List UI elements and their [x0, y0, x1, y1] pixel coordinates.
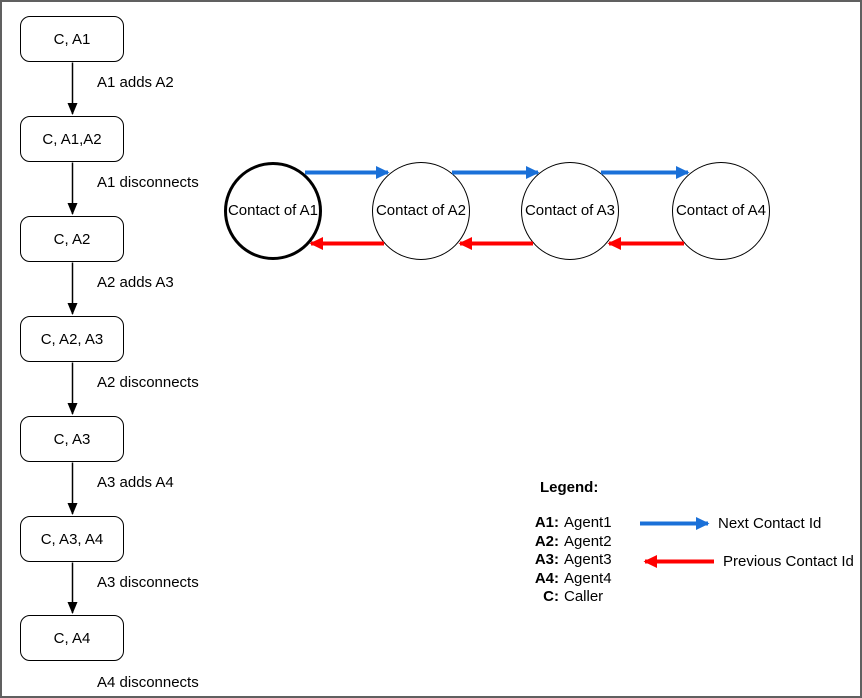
- legend-value: Agent4: [564, 569, 612, 587]
- transition-label-2: A1 disconnects: [97, 174, 199, 191]
- legend-entry-c: C: Caller: [507, 588, 612, 607]
- previous-contact-label: Previous Contact Id: [723, 553, 854, 570]
- contact-circle-a3: Contact of A3: [521, 162, 619, 260]
- transition-label-1: A1 adds A2: [97, 74, 174, 91]
- legend-key: C:: [543, 588, 559, 605]
- contact-circle-a4: Contact of A4: [672, 162, 770, 260]
- state-box-7: C, A4: [20, 615, 124, 661]
- legend-value: Agent2: [564, 532, 612, 550]
- contact-circle-a2: Contact of A2: [372, 162, 470, 260]
- next-contact-label: Next Contact Id: [718, 515, 822, 532]
- legend-entry-a3: A3: Agent3: [507, 551, 612, 570]
- legend-entry-a2: A2: Agent2: [507, 533, 612, 552]
- legend-entry-a1: A1: Agent1: [507, 514, 612, 533]
- legend-value: Caller: [564, 588, 604, 605]
- legend-title: Legend:: [540, 479, 599, 496]
- legend-key: A2:: [534, 532, 559, 550]
- transition-label-4: A2 disconnects: [97, 374, 199, 391]
- state-box-1: C, A1: [20, 16, 124, 62]
- transition-label-3: A2 adds A3: [97, 274, 174, 291]
- state-box-3: C, A2: [20, 216, 124, 262]
- state-box-2: C, A1,A2: [20, 116, 124, 162]
- legend-value: Agent3: [564, 551, 612, 568]
- contact-circle-a1: Contact of A1: [224, 162, 322, 260]
- state-box-5: C, A3: [20, 416, 124, 462]
- legend-list: A1: Agent1 A2: Agent2 A3: Agent3 A4: Age…: [507, 514, 612, 607]
- transition-label-5: A3 adds A4: [97, 474, 174, 491]
- legend-entry-a4: A4: Agent4: [507, 570, 612, 589]
- legend-value: Agent1: [564, 514, 612, 531]
- legend-key: A3:: [534, 551, 559, 568]
- legend-key: A4:: [534, 569, 559, 587]
- legend-key: A1:: [534, 514, 559, 531]
- transition-label-6: A3 disconnects: [97, 574, 199, 591]
- state-box-6: C, A3, A4: [20, 516, 124, 562]
- state-box-4: C, A2, A3: [20, 316, 124, 362]
- transition-label-7: A4 disconnects: [97, 674, 199, 691]
